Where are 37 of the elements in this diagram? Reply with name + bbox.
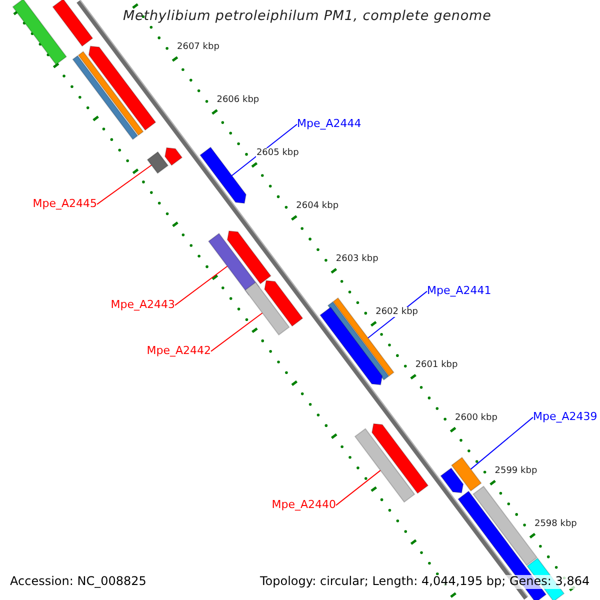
gene-feature <box>72 55 138 140</box>
gene-feature <box>12 0 68 66</box>
gene-label: Mpe_A2442 <box>146 345 211 358</box>
scale-label: 2599 kbp <box>494 466 538 476</box>
footer-text: Topology: circular; Length: 4,044,195 bp; Genes: 3,864 <box>260 575 590 589</box>
gene-label: Mpe_A2445 <box>32 198 97 211</box>
gene-feature <box>146 151 169 174</box>
scale-label: 2604 kbp <box>296 200 339 212</box>
gene-label: Mpe_A2444 <box>297 118 362 131</box>
leader-line <box>336 470 381 506</box>
gene-feature <box>440 467 464 494</box>
gene-feature <box>226 230 272 284</box>
scale-label: 2601 kbp <box>415 360 458 370</box>
gene-feature <box>354 428 416 503</box>
scale-label: 2607 kbp <box>177 42 220 52</box>
gene-label: Mpe_A2443 <box>110 299 175 312</box>
scale-label: 2600 kbp <box>455 412 498 424</box>
gene-label: Mpe_A2440 <box>272 499 336 512</box>
scale-label: 2606 kbp <box>216 94 260 106</box>
title: Methylibium petroleiphilum PM1, complete genome <box>123 9 492 25</box>
gene-feature <box>88 46 156 131</box>
scale-label: 2598 kbp <box>534 518 577 529</box>
gene-feature <box>244 282 290 336</box>
gene-feature <box>164 147 183 166</box>
gene-feature <box>52 0 94 47</box>
scale-label: 2605 kbp <box>256 148 299 158</box>
gene-label: Mpe_A2439 <box>533 411 598 424</box>
gene-feature <box>371 423 429 494</box>
scale-label: 2603 kbp <box>336 254 378 264</box>
gene-feature <box>450 456 482 492</box>
scale-label: 2602 kbp <box>376 306 418 318</box>
footer-text: Accession: NC_008825 <box>10 575 146 589</box>
gene-feature <box>200 146 247 204</box>
leader-line <box>96 164 152 205</box>
gene-label: Mpe_A2441 <box>427 285 492 298</box>
gene-feature <box>78 50 144 136</box>
gene-feature <box>264 280 304 327</box>
